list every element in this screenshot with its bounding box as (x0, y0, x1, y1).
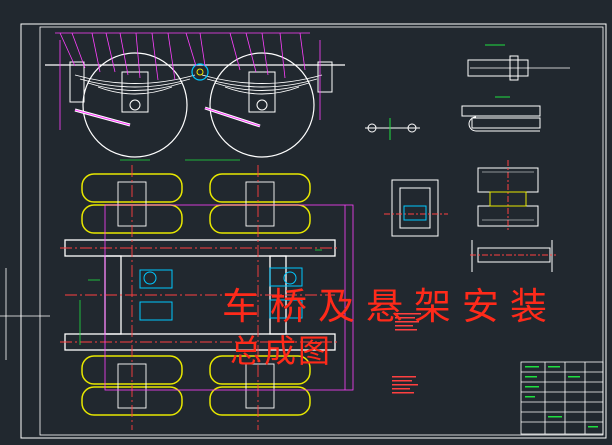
inner-border (39, 26, 604, 436)
outer-border (20, 23, 607, 439)
plan-view (60, 165, 354, 430)
leaf-spring-icon (74, 74, 323, 95)
side-wheel-front (82, 52, 188, 158)
notes-block (392, 313, 421, 394)
title-block-icon (520, 361, 604, 435)
drawing-title-line-2: 总成图 (230, 332, 333, 370)
side-wheel-rear (209, 52, 315, 158)
detail-views (365, 44, 570, 272)
side-view (45, 32, 345, 161)
drawing-title-line-1: 车桥及悬架安装 (222, 285, 558, 328)
